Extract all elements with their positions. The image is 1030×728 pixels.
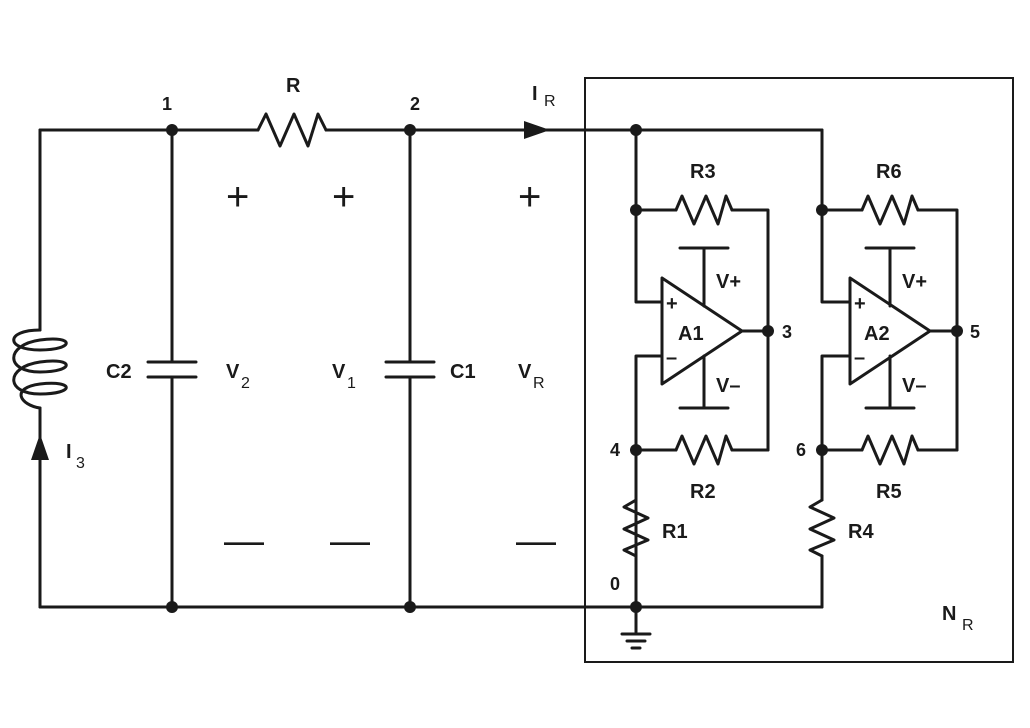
- resistor-R1: [622, 498, 650, 558]
- nr-subnetwork-box: [584, 77, 1014, 663]
- label-V2-sub: 2: [241, 375, 250, 392]
- junction-node-0: [630, 601, 642, 613]
- label-VR-sub: R: [533, 375, 545, 392]
- node-3: 3: [782, 322, 792, 342]
- i3-arrow: [31, 434, 49, 460]
- junction-node-4: [630, 444, 642, 456]
- a1-plus-input: +: [666, 293, 678, 315]
- capacitor-C2: [146, 360, 198, 379]
- minus-sign-v2: —: [224, 519, 264, 563]
- a2-vplus-supply: [864, 246, 916, 308]
- label-R3: R3: [690, 161, 716, 183]
- label-R5: R5: [876, 481, 902, 503]
- node-2: 2: [410, 94, 420, 114]
- junction-node-6: [816, 444, 828, 456]
- label-A1: A1: [678, 323, 704, 345]
- a1-vplus-label: V+: [716, 271, 741, 293]
- node-0: 0: [610, 574, 620, 594]
- label-R: R: [286, 75, 301, 97]
- a1-noninv-wire: [634, 128, 664, 304]
- label-I3: I: [66, 441, 72, 463]
- a1-minus-input: –: [666, 347, 677, 369]
- a2-vminus-label: V–: [902, 375, 926, 397]
- a1-inv-wire: [634, 354, 664, 609]
- a2-vminus-supply: [864, 354, 916, 410]
- label-R6: R6: [876, 161, 902, 183]
- resistor-R2: [674, 434, 734, 466]
- resistor-R: [256, 112, 328, 148]
- junction-top-a1: [630, 124, 642, 136]
- junction-r6: [816, 204, 828, 216]
- a1-vminus-supply: [678, 354, 730, 410]
- opamp-A1: [660, 276, 744, 386]
- label-A2: A2: [864, 323, 890, 345]
- plus-sign-v1: +: [332, 175, 355, 219]
- capacitor-C1: [384, 360, 436, 379]
- a2-minus-input: –: [854, 347, 865, 369]
- label-C1: C1: [450, 361, 476, 383]
- ground-symbol: [620, 632, 652, 650]
- junction-bottom-c2: [166, 601, 178, 613]
- label-V1-sub: 1: [347, 375, 356, 392]
- plus-sign-v2: +: [226, 175, 249, 219]
- label-NR-sub: R: [962, 617, 974, 634]
- label-C2: C2: [106, 361, 132, 383]
- node-5: 5: [970, 322, 980, 342]
- resistor-R6: [860, 194, 920, 226]
- node-1: 1: [162, 94, 172, 114]
- label-R4: R4: [848, 521, 874, 543]
- a2-noninv-wire: [820, 128, 852, 304]
- a1-vminus-label: V–: [716, 375, 740, 397]
- node-6: 6: [796, 440, 806, 460]
- label-VR: V: [518, 361, 532, 383]
- label-V1: V: [332, 361, 346, 383]
- label-R2: R2: [690, 481, 716, 503]
- resistor-R4: [808, 498, 836, 558]
- a2-inv-wire: [820, 354, 852, 502]
- label-I3-sub: 3: [76, 455, 85, 472]
- junction-node-2: [404, 124, 416, 136]
- plus-sign-vr: +: [518, 175, 541, 219]
- resistor-R3: [674, 194, 734, 226]
- a2-vplus-label: V+: [902, 271, 927, 293]
- resistor-R5: [860, 434, 920, 466]
- label-R1: R1: [662, 521, 688, 543]
- junction-node-5: [951, 325, 963, 337]
- r6-feedback-wire: [916, 208, 959, 452]
- junction-node-1: [166, 124, 178, 136]
- minus-sign-vr: —: [516, 519, 556, 563]
- label-IR-sub: R: [544, 93, 556, 110]
- node-4: 4: [610, 440, 620, 460]
- a2-plus-input: +: [854, 293, 866, 315]
- label-NR: N: [942, 603, 956, 625]
- minus-sign-v1: —: [330, 519, 370, 563]
- a1-vplus-supply: [678, 246, 730, 308]
- junction-r3: [630, 204, 642, 216]
- label-V2: V: [226, 361, 240, 383]
- junction-bottom-c1: [404, 601, 416, 613]
- label-IR: I: [532, 83, 538, 105]
- r3-feedback-wire: [730, 208, 770, 452]
- ir-arrow: [524, 121, 550, 139]
- junction-node-3: [762, 325, 774, 337]
- inductor-coil: [12, 328, 68, 410]
